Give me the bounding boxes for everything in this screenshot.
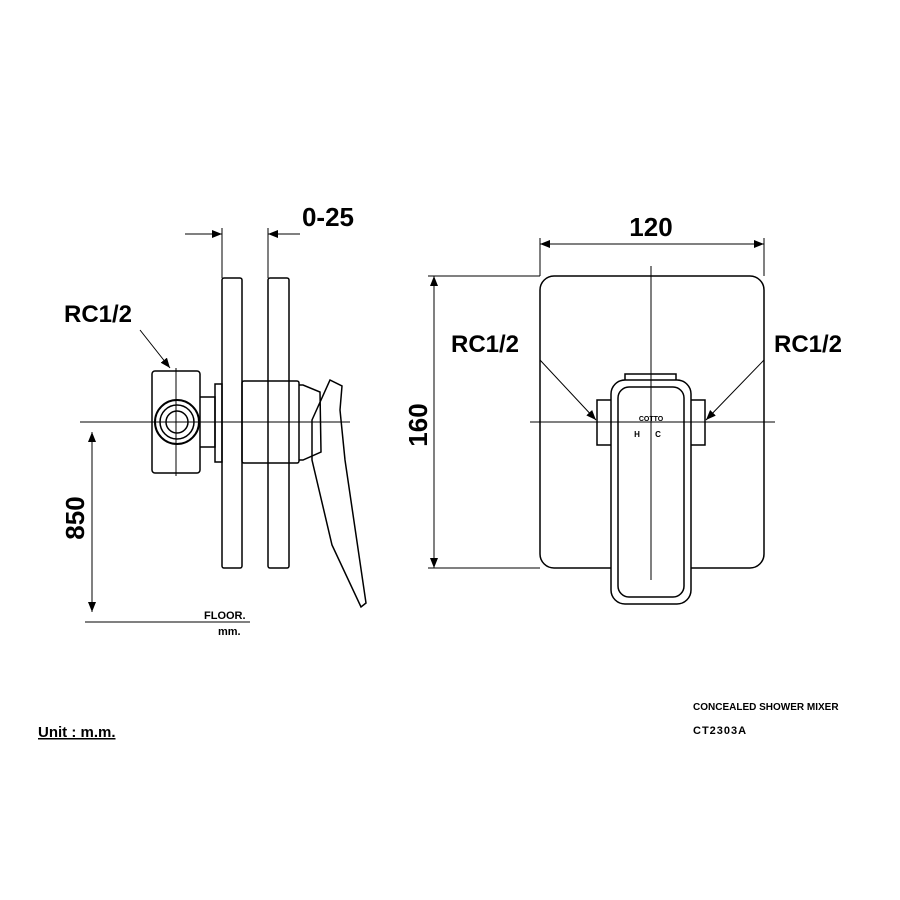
side-view (80, 228, 367, 623)
wall-plate-back (267, 277, 290, 569)
dim-height-850: 850 (60, 496, 90, 539)
lever-side (311, 378, 367, 609)
rc-label-left: RC1/2 (451, 331, 519, 358)
floor-label: FLOOR. (204, 610, 246, 622)
front-view (428, 238, 775, 605)
brand-logo: COTTO (639, 416, 664, 423)
rc-label-right: RC1/2 (774, 331, 842, 358)
wall-plate-front (221, 277, 243, 569)
dim-width-120: 120 (629, 212, 672, 242)
cold-label: C (655, 430, 661, 439)
unit-note: Unit : m.m. (38, 724, 116, 741)
mm-label: mm. (218, 626, 241, 638)
product-name: CONCEALED SHOWER MIXER (693, 702, 839, 713)
dim-height-160: 160 (403, 403, 433, 446)
model-number: CT2303A (693, 725, 747, 737)
dim-offset-label: 0-25 (302, 202, 354, 232)
hot-label: H (634, 430, 640, 439)
rc-label-side: RC1/2 (64, 301, 132, 328)
